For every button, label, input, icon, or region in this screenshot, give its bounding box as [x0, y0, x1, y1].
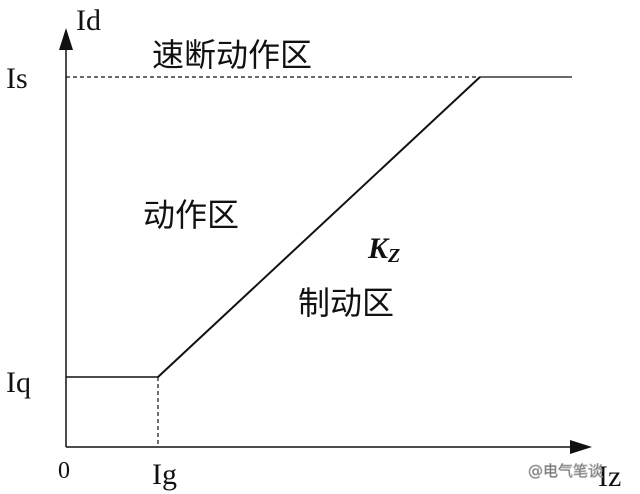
is-label: Is: [6, 62, 28, 95]
origin-label: 0: [58, 458, 70, 484]
x-axis-arrow: [570, 440, 592, 454]
y-axis-arrow: [59, 28, 73, 50]
ig-label: Ig: [152, 458, 177, 491]
watermark: @电气笔谈: [528, 462, 603, 480]
quick-break-region-label: 速断动作区: [152, 36, 312, 74]
slope-label: KZ: [367, 232, 400, 267]
restraint-region-label: 制动区: [298, 284, 394, 322]
operate-region-label: 动作区: [143, 196, 239, 234]
restraint-slope-line: [157, 76, 481, 378]
iq-label: Iq: [6, 366, 31, 399]
y-axis-label: Id: [76, 4, 101, 37]
x-axis-label: Iz: [598, 460, 621, 493]
